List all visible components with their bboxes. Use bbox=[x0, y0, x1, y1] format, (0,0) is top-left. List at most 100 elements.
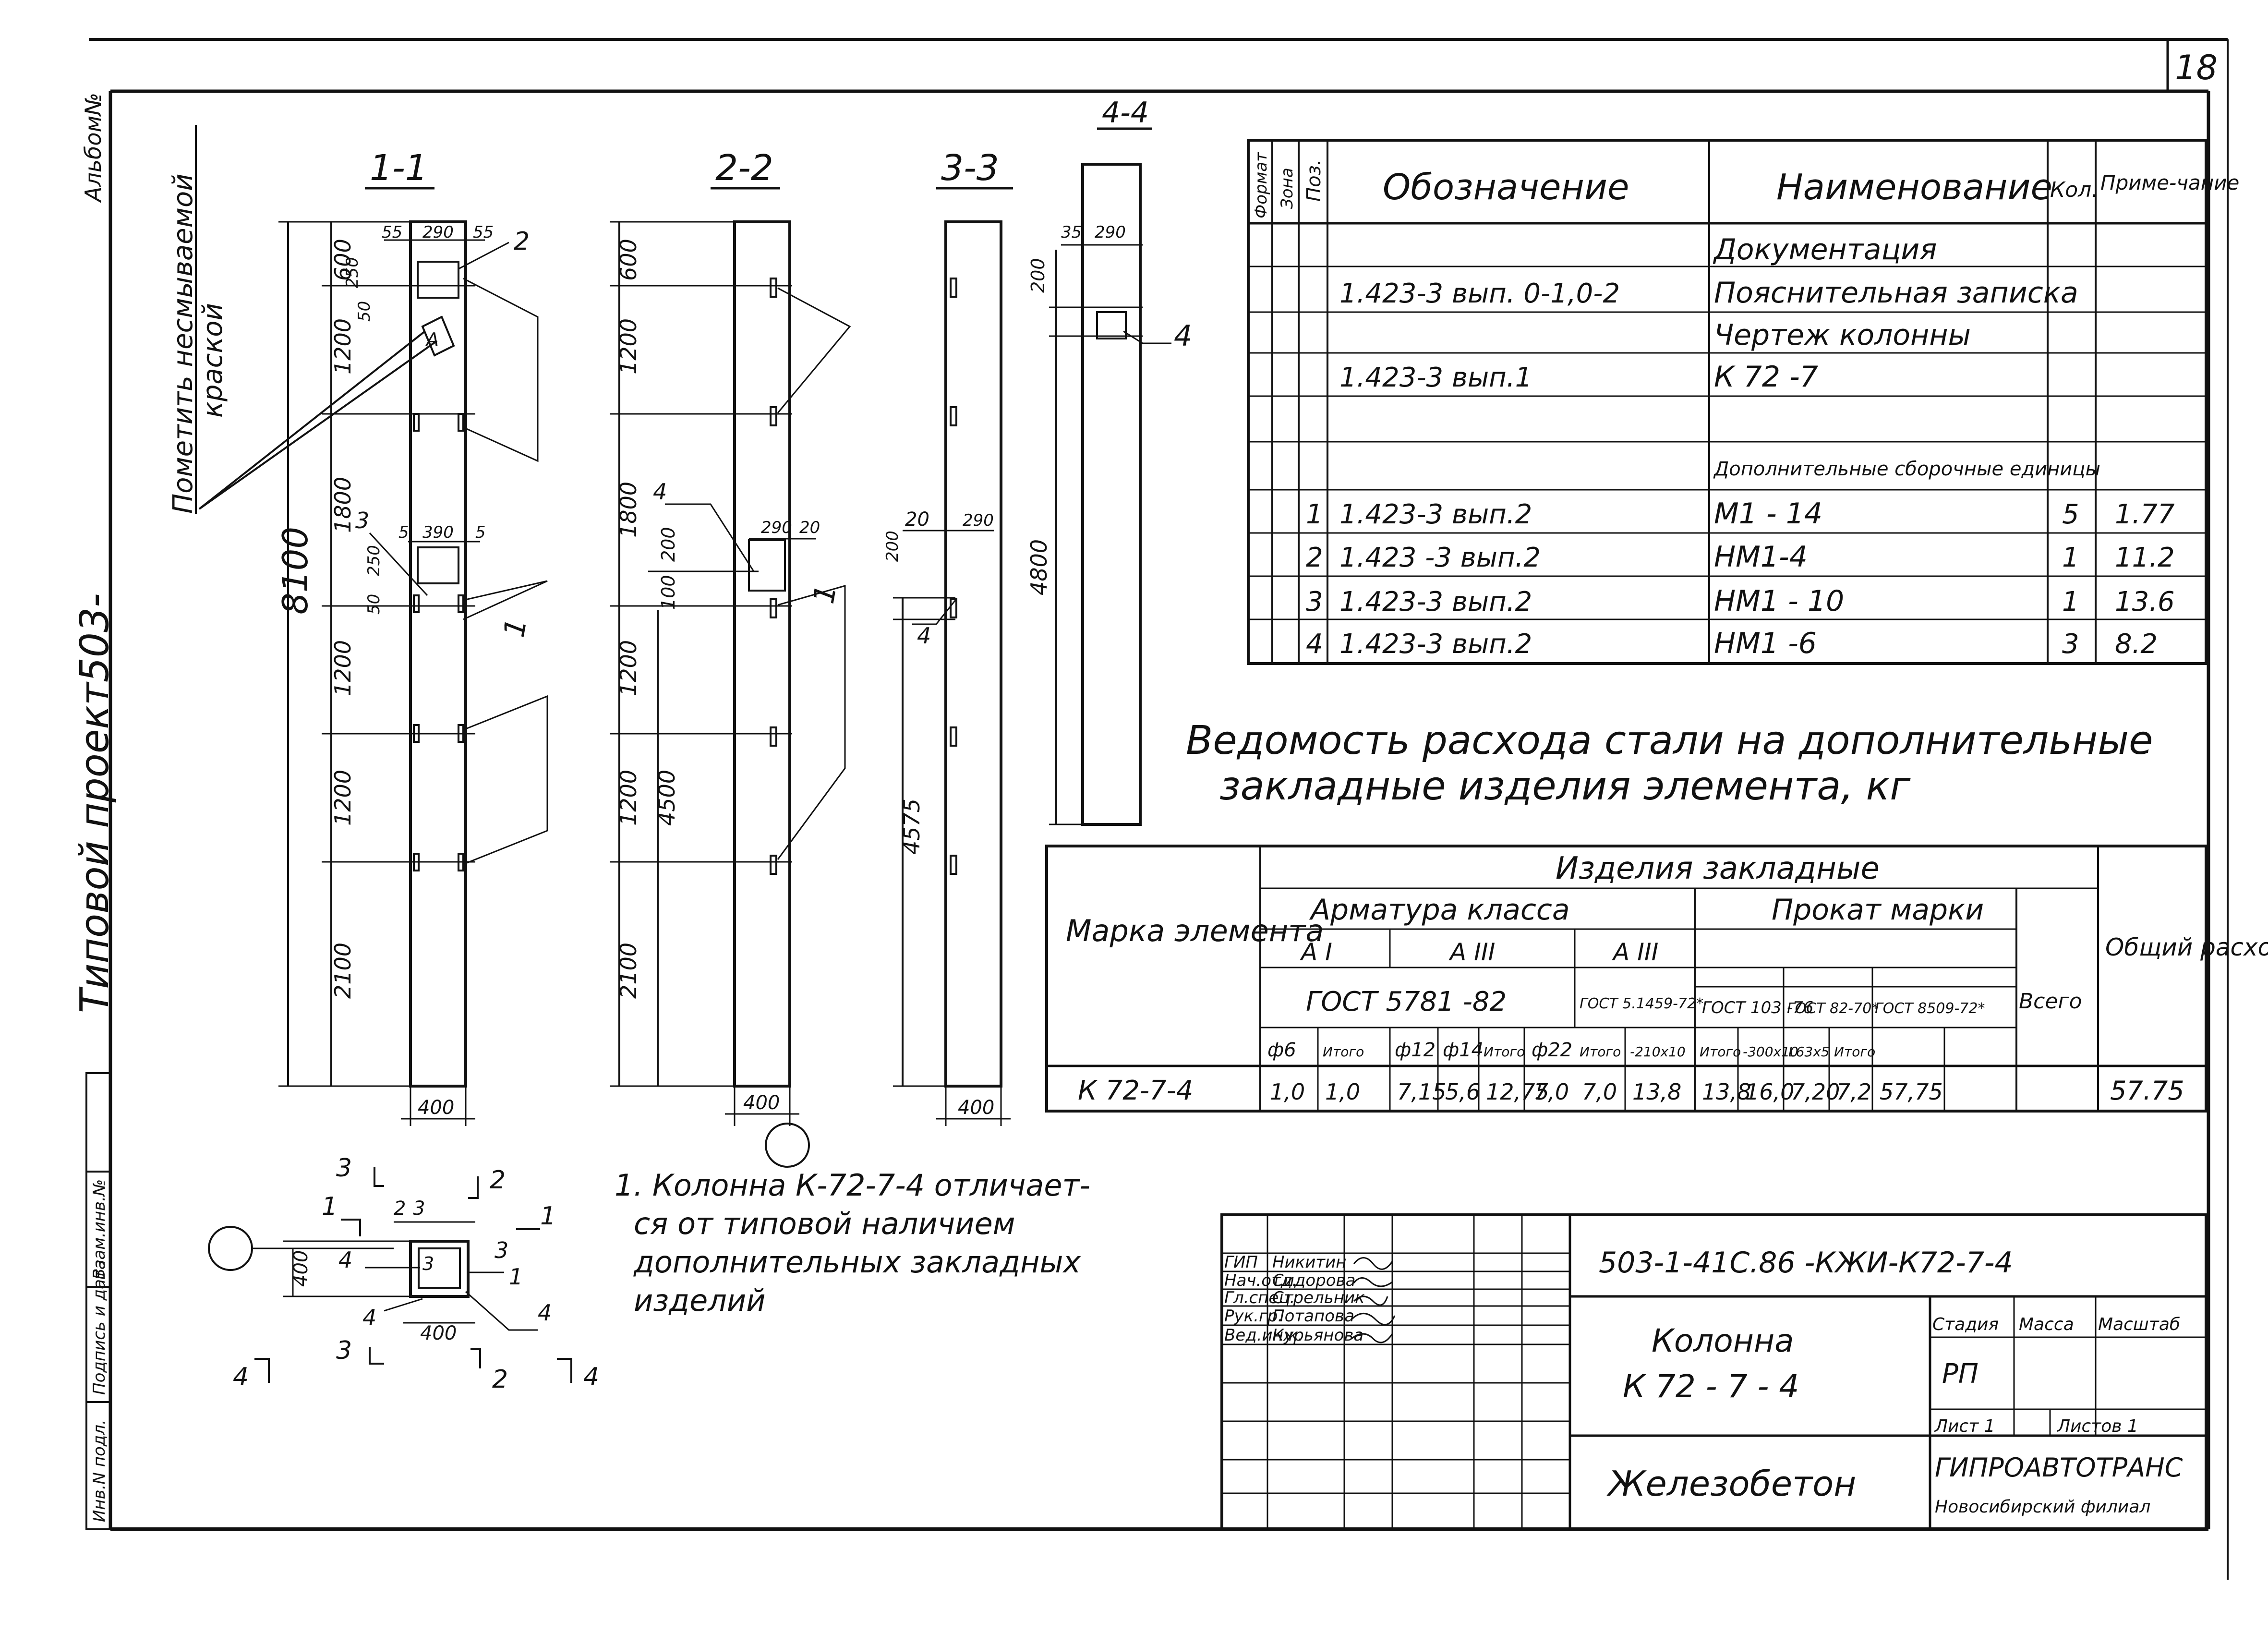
plan-cut-4-left: 4 bbox=[233, 1363, 249, 1391]
stamp-org-name: ГИПРОАВТОТРАНС bbox=[1935, 1452, 2183, 1483]
steel-row-value: 5,6 bbox=[1445, 1079, 1480, 1105]
side-project-label: Типовой проект503- bbox=[72, 593, 118, 1013]
steel-row-value: 7,0 bbox=[1582, 1079, 1617, 1105]
plan-view: 3 1 2 1 2 3 4 4 2 3 400 400 4 4 1 3 4 3 bbox=[208, 1154, 599, 1394]
steel-row-value: 13,8 bbox=[1632, 1079, 1681, 1105]
steel-col-header: L63x5 bbox=[1788, 1044, 1830, 1060]
section-2-2: 2-2 600 1200 1800 1200 1200 2100 200 100… bbox=[610, 147, 851, 1168]
dim-1-1-55a: 55 bbox=[382, 223, 402, 242]
dim-1-1-1200c: 1200 bbox=[330, 770, 356, 826]
dim-2-2-200: 200 bbox=[658, 527, 679, 562]
spec-row-name: НМ1-4 bbox=[1714, 540, 1808, 574]
plan-dim-3: 3 bbox=[413, 1197, 425, 1220]
stamp-name-2: Сидорова bbox=[1272, 1271, 1355, 1290]
dim-2-2-1200c: 1200 bbox=[615, 770, 641, 826]
side-box-replace: Взам.инв.№ bbox=[90, 1179, 109, 1280]
spec-row-note: 8.2 bbox=[2115, 629, 2158, 660]
plan-cut-2-top: 2 bbox=[490, 1166, 506, 1195]
dim-4-4-4800: 4800 bbox=[1026, 539, 1052, 595]
section-3-3-title: 3-3 bbox=[941, 147, 999, 189]
plan-cut-2-bottom: 2 bbox=[492, 1365, 508, 1394]
steel-col-header: Итого bbox=[1484, 1044, 1525, 1060]
pos-1-1-3: 3 bbox=[355, 508, 369, 533]
section-1-1: 1-1 8100 600 1200 1800 1200 1200 2100 55… bbox=[275, 147, 548, 1126]
steel-h-mark: Марка элемента bbox=[1066, 913, 1324, 948]
spec-table: Формат Зона Поз. Обозначение Наименовани… bbox=[1247, 139, 2239, 665]
stamp-sheets: Листов 1 bbox=[2056, 1416, 2138, 1436]
steel-h-aiii2: А III bbox=[1612, 938, 1658, 966]
dim-2-2-4500: 4500 bbox=[654, 770, 680, 826]
note-line3: дополнительных закладных bbox=[633, 1245, 1081, 1280]
dim-2-2-600: 600 bbox=[615, 239, 641, 281]
pos-2-2-4: 4 bbox=[653, 479, 667, 505]
title-block: 503-1-41С.86 -КЖИ-К72-7-4 ГИП Нач.отд. Г… bbox=[1220, 1213, 2208, 1531]
plan-pos-4a: 4 bbox=[338, 1247, 352, 1273]
steel-h-gost82: ГОСТ 82-70* bbox=[1787, 1000, 1879, 1017]
spec-row-name: НМ1 - 10 bbox=[1714, 584, 1844, 618]
dim-2-2-100: 100 bbox=[658, 575, 679, 610]
spec-row-qty: 1 bbox=[2062, 542, 2079, 573]
dim-1-1-50a: 50 bbox=[355, 301, 374, 322]
steel-h-aiii: А III bbox=[1448, 938, 1495, 966]
spec-row-qty: 5 bbox=[2062, 499, 2079, 530]
steel-h-ai: А I bbox=[1300, 938, 1332, 966]
dim-2-2-1800: 1800 bbox=[615, 482, 641, 538]
steel-col-header: ф22 bbox=[1532, 1039, 1572, 1061]
plan-pos-1: 1 bbox=[509, 1264, 523, 1290]
steel-col-header: -210x10 bbox=[1630, 1044, 1686, 1060]
side-box-sign: Подпись и дата bbox=[90, 1259, 109, 1395]
spec-row-pos: 2 bbox=[1306, 542, 1323, 573]
stamp-role-4: Рук.гр. bbox=[1224, 1306, 1283, 1326]
dim-1-1-total: 8100 bbox=[275, 527, 315, 615]
steel-row-value: 7,15 bbox=[1397, 1079, 1446, 1105]
dim-3-3-20: 20 bbox=[905, 508, 929, 531]
dim-1-1-width: 400 bbox=[418, 1097, 454, 1119]
section-2-2-title: 2-2 bbox=[715, 147, 773, 189]
plan-pos-3b: 3 bbox=[422, 1253, 434, 1274]
stamp-title-line1: Колонна bbox=[1652, 1322, 1794, 1359]
dim-3-3-4575: 4575 bbox=[899, 798, 925, 855]
plan-cut-3-top: 3 bbox=[336, 1154, 352, 1183]
dim-4-4-290: 290 bbox=[1095, 223, 1126, 242]
dim-1-1-1800: 1800 bbox=[330, 477, 356, 533]
steel-col-header: Итого bbox=[1323, 1044, 1364, 1060]
stamp-role-5: Вед.инж. bbox=[1224, 1326, 1303, 1345]
spec-row-pos: 3 bbox=[1306, 586, 1323, 617]
stamp-h-scale: Масштаб bbox=[2098, 1315, 2180, 1334]
stamp-role-3: Гл.спец. bbox=[1224, 1288, 1295, 1307]
spec-h-zone: Зона bbox=[1278, 168, 1297, 209]
steel-h-gost5781: ГОСТ 5781 -82 bbox=[1306, 986, 1507, 1017]
pos-3-3-4: 4 bbox=[917, 623, 931, 649]
steel-h-total: Всего bbox=[2019, 989, 2082, 1014]
section-1-1-title: 1-1 bbox=[370, 147, 428, 189]
spec-row-note: 11.2 bbox=[2115, 542, 2175, 573]
spec-h-name: Наименование bbox=[1776, 167, 2052, 208]
spec-row-name: Пояснительная записка bbox=[1714, 276, 2078, 310]
pos-1-1-2: 2 bbox=[514, 227, 530, 256]
section-4-4: 4-4 35 290 200 4800 4 bbox=[1026, 96, 1192, 826]
spec-row-code: 1.423-3 вып.2 bbox=[1339, 629, 1532, 660]
stamp-name-1: Никитин bbox=[1272, 1253, 1346, 1272]
dim-1-1-250b: 250 bbox=[364, 545, 384, 576]
spec-h-format: Формат bbox=[1252, 152, 1271, 218]
plan-cut-1-left: 1 bbox=[322, 1192, 338, 1221]
stamp-role-2: Нач.отд. bbox=[1224, 1271, 1297, 1290]
spec-row-qty: 1 bbox=[2062, 586, 2079, 617]
general-note: 1. Колонна К-72-7-4 отличает- ся от типо… bbox=[615, 1168, 1090, 1318]
spec-row-pos: 1 bbox=[1306, 499, 1323, 530]
dim-1-1-1200b: 1200 bbox=[330, 640, 356, 696]
dim-1-1-390: 390 bbox=[422, 523, 454, 542]
note-line1: 1. Колонна К-72-7-4 отличает- bbox=[615, 1168, 1090, 1203]
steel-h-common: Общий расход bbox=[2105, 933, 2268, 961]
spec-h-code: Обозначение bbox=[1383, 167, 1629, 208]
steel-col-header: ф6 bbox=[1267, 1039, 1296, 1061]
plan-cut-4-right: 4 bbox=[583, 1363, 599, 1391]
plan-cut-3-bottom: 3 bbox=[336, 1336, 352, 1365]
steel-row-value: 57,75 bbox=[1880, 1079, 1943, 1105]
spec-row-code: 1.423 -3 вып.2 bbox=[1339, 542, 1541, 573]
steel-col-header: ф12 bbox=[1395, 1039, 1436, 1061]
steel-row-common: 57.75 bbox=[2110, 1076, 2184, 1106]
dim-4-4-200: 200 bbox=[1027, 258, 1049, 293]
paint-note-line2: краской bbox=[197, 303, 229, 418]
